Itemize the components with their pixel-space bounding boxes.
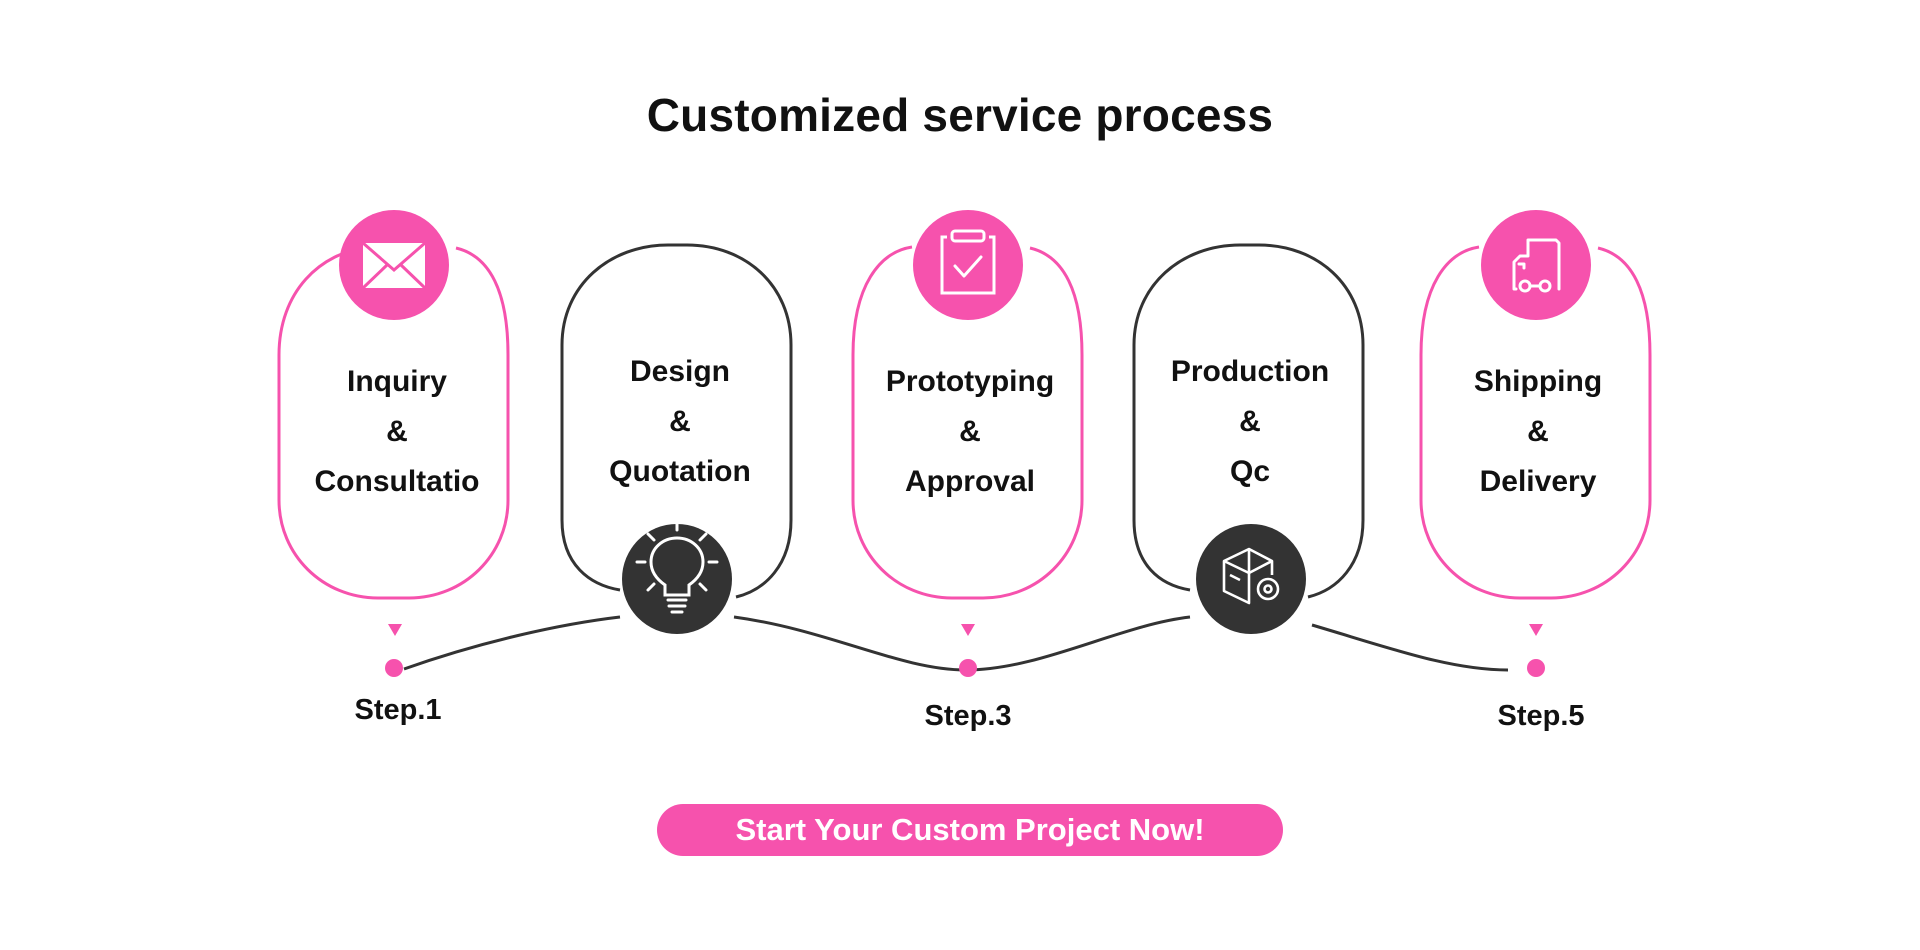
step-title-line: Qc [1229,455,1271,488]
step-title-4: Production & Qc [1135,347,1365,497]
step-dot [385,659,403,677]
step-title-line: Delivery [1479,465,1597,498]
step-label-1: Step.1 [354,694,442,726]
step-title-line: Shipping [1473,365,1603,398]
card-outline [277,245,510,600]
step-title-line: & [1527,415,1549,448]
step-marker-triangle [961,624,975,636]
box-gear-icon [1222,547,1280,605]
step-title-line: Prototyping [885,365,1055,398]
step-card-2 [560,243,793,634]
step-title-line: & [1239,405,1261,438]
step-title-line: Inquiry [346,365,447,398]
step-label-3: Step.3 [924,700,1012,732]
step-marker-triangle [1529,624,1543,636]
step-card-4 [1132,243,1365,634]
step-card-1 [277,210,510,677]
card-outline [851,245,1084,600]
card-outline [1132,243,1365,599]
timeline-path [403,615,1509,672]
step-title-line: & [959,415,981,448]
step-label-5: Step.5 [1497,700,1585,732]
step-title-2: Design & Quotation [565,347,795,497]
step-card-3 [851,210,1084,677]
step-title-line: Approval [904,465,1036,498]
page-title: Customized service process [646,89,1274,141]
step-title-line: & [386,415,408,448]
step-title-5: Shipping & Delivery [1423,357,1653,507]
step-title-line: & [669,405,691,438]
lightbulb-icon [635,520,719,614]
icon-circle [622,524,732,634]
card-outline [560,243,793,599]
icon-circle [913,210,1023,320]
card-outline [1419,245,1652,600]
truck-icon [1512,238,1561,293]
step-dot [1527,659,1545,677]
icon-circle [1196,524,1306,634]
step-title-line: Design [629,355,731,388]
step-card-5 [1419,210,1652,677]
step-title-1: Inquiry & Consultatio [282,357,512,507]
step-title-3: Prototyping & Approval [855,357,1085,507]
step-title-line: Quotation [609,455,751,488]
step-title-line: Consultatio [314,465,480,498]
start-custom-project-button[interactable]: Start Your Custom Project Now! [657,804,1283,856]
step-marker-triangle [388,624,402,636]
envelope-icon [361,241,427,290]
step-dot [959,659,977,677]
step-title-line: Production [1170,355,1330,388]
icon-circle [1481,210,1591,320]
clipboard-check-icon [940,229,996,295]
